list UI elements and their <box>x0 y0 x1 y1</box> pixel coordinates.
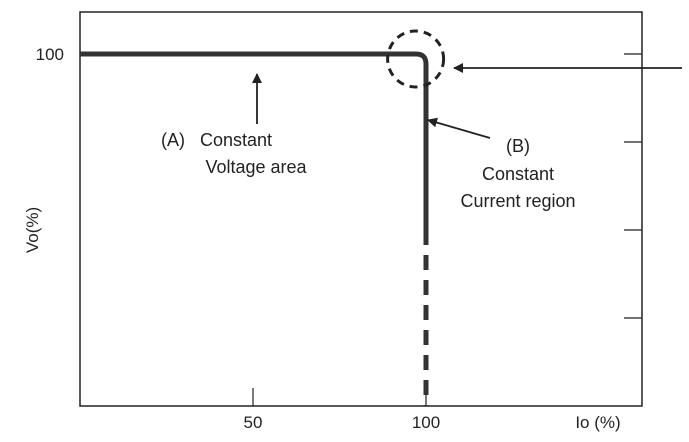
x-tick-label: 50 <box>244 413 263 432</box>
x-tick-labels: 50 100 <box>244 413 441 432</box>
annotation-b: (B) Constant Current region <box>460 136 575 211</box>
plot-frame <box>79 11 643 407</box>
annotation-b-line-3: Current region <box>460 191 575 211</box>
y-axis-label: Vo(%) <box>23 207 42 253</box>
annotation-b-line-2: Constant <box>482 164 554 184</box>
x-axis-label: Io (%) <box>575 413 620 432</box>
right-axis-ticks <box>624 53 642 319</box>
annotation-a-line-1: (A) Constant <box>161 130 272 150</box>
annotation-b-arrow <box>427 117 491 139</box>
y-tick-label: 100 <box>36 45 64 64</box>
annotation-a: (A) Constant Voltage area <box>161 130 308 177</box>
annotation-b-line-1: (B) <box>506 136 530 156</box>
axis-ticks <box>80 53 427 406</box>
x-tick-label: 100 <box>412 413 440 432</box>
y-tick-labels: 100 <box>36 45 64 64</box>
highlight-circle <box>386 29 446 89</box>
series-line-solid <box>80 51 429 230</box>
annotation-a-line-2: Voltage area <box>205 157 307 177</box>
